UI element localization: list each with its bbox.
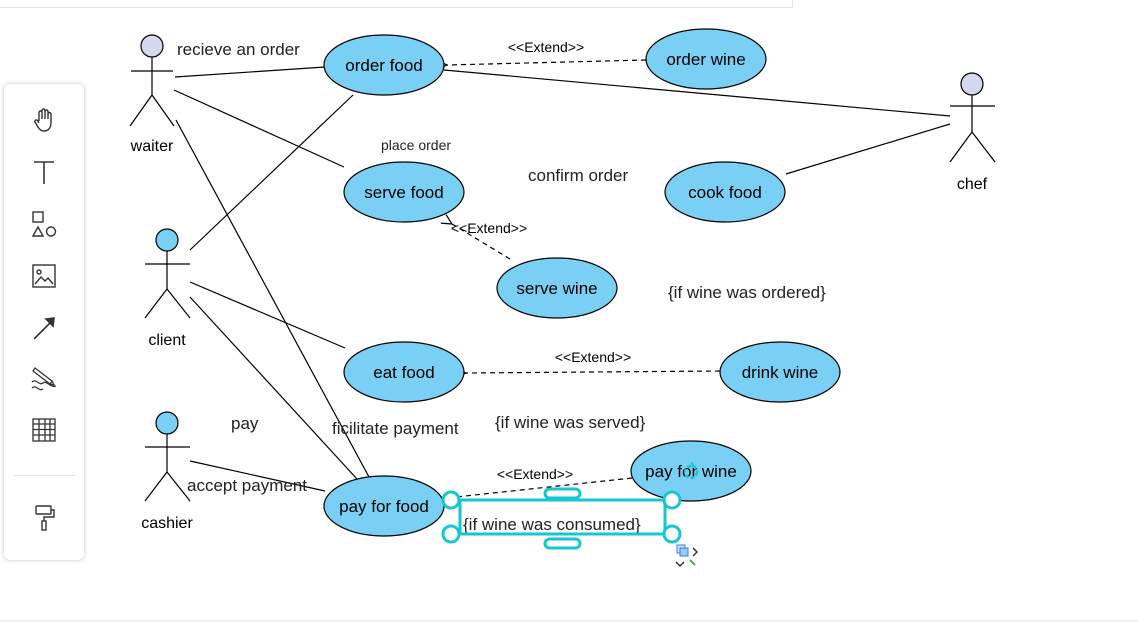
association-client-pay-for-food xyxy=(189,296,358,480)
toolbar-divider xyxy=(14,475,76,476)
note-if-wine-consumed[interactable]: {if wine was consumed} xyxy=(463,515,641,534)
use-case-cook-food[interactable]: cook food xyxy=(664,161,786,223)
paint-roller-icon xyxy=(35,505,55,531)
left-toolbar xyxy=(4,84,84,560)
resize-handle-bottom[interactable] xyxy=(543,537,582,550)
note-accept-payment[interactable]: accept payment xyxy=(187,476,307,495)
format-painter-tool-button[interactable] xyxy=(28,502,60,534)
use-case-label-eat-food: eat food xyxy=(373,363,434,382)
note-confirm-order[interactable]: confirm order xyxy=(528,166,628,185)
use-case-label-order-food: order food xyxy=(345,56,423,75)
arrow-tool-button[interactable] xyxy=(28,312,60,344)
extend-label-order-wine: <<Extend>> xyxy=(508,39,584,55)
connector-handles-icon[interactable] xyxy=(675,544,698,567)
association-waiter-pay-for-food xyxy=(175,119,370,478)
note-recieve-an-order[interactable]: recieve an order xyxy=(177,40,300,59)
pen-icon xyxy=(31,367,57,391)
arrow-icon xyxy=(33,317,55,340)
resize-handle-top-right[interactable] xyxy=(662,490,682,510)
use-case-order-food[interactable]: order food xyxy=(323,34,445,96)
association-waiter-order-food xyxy=(174,66,326,78)
selection-outline xyxy=(458,498,667,536)
use-case-label-pay-for-food: pay for food xyxy=(339,497,429,516)
image-icon xyxy=(32,264,56,288)
association-lines xyxy=(173,66,951,492)
bottom-panel-edge xyxy=(0,618,1138,622)
use-case-label-drink-wine: drink wine xyxy=(742,363,819,382)
extend-label-serve-wine: <<Extend>> xyxy=(451,220,527,236)
extend-arrow-serve-wine xyxy=(452,224,511,260)
association-order-food-chef xyxy=(443,69,951,117)
use-case-label-serve-food: serve food xyxy=(364,183,443,202)
use-case-label-serve-wine: serve wine xyxy=(516,279,597,298)
use-case-label-order-wine: order wine xyxy=(666,50,745,69)
extend-label-drink-wine: <<Extend>> xyxy=(555,349,631,365)
actor-label-waiter: waiter xyxy=(130,138,174,155)
actor-label-chef: chef xyxy=(957,176,988,193)
resize-handle-top-left[interactable] xyxy=(441,490,461,510)
note-if-wine-served[interactable]: {if wine was served} xyxy=(495,413,646,432)
association-cashier-pay-for-food xyxy=(189,460,326,492)
association-waiter-serve-food xyxy=(173,89,345,168)
resize-handle-top[interactable] xyxy=(543,487,582,500)
actor-client[interactable] xyxy=(144,228,191,319)
shapes-icon xyxy=(31,211,57,237)
selection-box[interactable] xyxy=(441,461,699,567)
association-client-eat-food xyxy=(189,281,346,349)
actor-label-cashier: cashier xyxy=(141,515,193,532)
extend-arrow-drink-wine xyxy=(466,371,721,373)
actor-waiter[interactable] xyxy=(129,34,175,127)
note-ficilitate-payment[interactable]: ficilitate payment xyxy=(332,419,459,438)
table-icon xyxy=(32,418,56,442)
use-case-order-wine[interactable]: order wine xyxy=(645,28,767,90)
extend-arrow-pay-for-wine xyxy=(456,477,633,497)
actor-cashier[interactable] xyxy=(144,411,191,502)
extend-label-pay-for-wine: <<Extend>> xyxy=(497,466,573,482)
use-case-eat-food[interactable]: eat food xyxy=(343,341,465,403)
use-case-label-pay-for-wine: pay for wine xyxy=(645,462,737,481)
note-if-wine-ordered[interactable]: {if wine was ordered} xyxy=(668,283,826,302)
note-place-order[interactable]: place order xyxy=(381,137,451,153)
use-case-pay-for-food[interactable]: pay for food xyxy=(323,475,445,537)
actor-chef[interactable] xyxy=(949,72,996,163)
use-case-pay-for-wine[interactable]: pay for wine xyxy=(630,440,752,502)
note-pay[interactable]: pay xyxy=(231,414,259,433)
shapes-tool-button[interactable] xyxy=(28,208,60,240)
use-case-label-cook-food: cook food xyxy=(688,183,762,202)
use-case-serve-wine[interactable]: serve wine xyxy=(496,257,618,319)
use-case-serve-food[interactable]: serve food xyxy=(343,161,465,223)
text-tool-button[interactable] xyxy=(28,156,60,188)
actor-label-client: client xyxy=(148,332,186,349)
association-chef-cook-food xyxy=(785,123,951,175)
top-panel-edge xyxy=(0,0,793,8)
resize-handle-bottom-right[interactable] xyxy=(662,524,682,544)
table-tool-button[interactable] xyxy=(28,414,60,446)
text-icon xyxy=(34,161,54,184)
use-case-drink-wine[interactable]: drink wine xyxy=(719,341,841,403)
pen-tool-button[interactable] xyxy=(28,363,60,395)
association-client-order-food xyxy=(189,94,354,251)
resize-handle-bottom-left[interactable] xyxy=(441,524,461,544)
image-tool-button[interactable] xyxy=(28,260,60,292)
extend-arrow-order-wine xyxy=(447,59,647,65)
rotate-handle-icon[interactable] xyxy=(683,461,699,480)
hand-icon xyxy=(34,108,52,132)
hand-tool-button[interactable] xyxy=(28,104,60,136)
